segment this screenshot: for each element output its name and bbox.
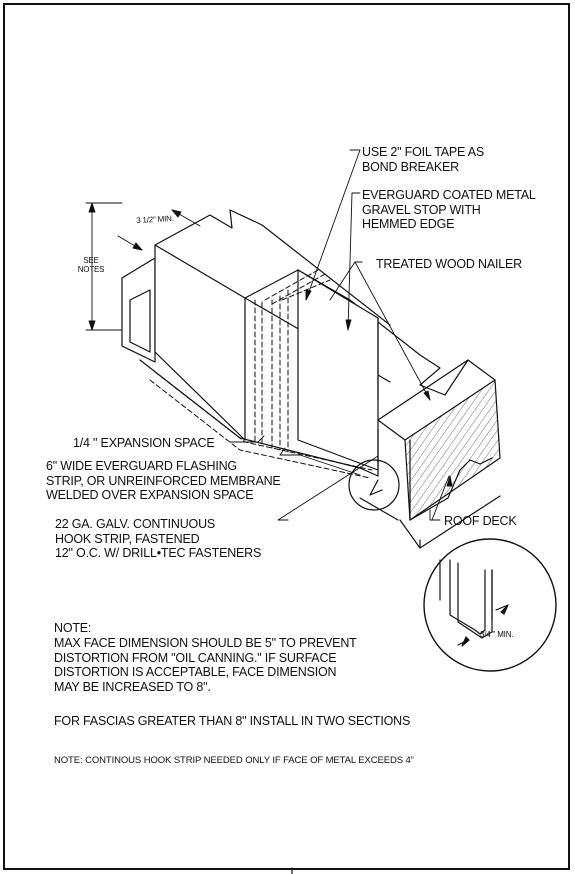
fascia-face-second [297,269,379,471]
note-max-face: MAX FACE DIMENSION SHOULD BE 5" TO PREVE… [54,636,357,694]
callout-roof-deck: ROOF DECK [444,514,517,528]
note-hook-strip: NOTE: CONTINOUS HOOK STRIP NEEDED ONLY I… [54,755,414,766]
detail-reference-circle [348,459,400,511]
note-two-sections: FOR FASCIAS GREATER THAN 8" INSTALL IN T… [54,714,411,728]
fascia-face [154,214,299,441]
wood-block-end [377,359,501,521]
note-heading: NOTE: [54,621,92,635]
leader-lines [229,149,453,521]
callout-wood-nailer: TREATED WOOD NAILER [376,257,522,271]
dimension-min-top [117,209,201,251]
detail-min-label: 3/4 " MIN. [480,630,514,639]
nailer-left-end [121,257,156,363]
dimension-see-notes [85,202,123,331]
hook-strip-detail [423,538,557,672]
callout-expansion-space: 1/4 " EXPANSION SPACE [73,436,215,450]
